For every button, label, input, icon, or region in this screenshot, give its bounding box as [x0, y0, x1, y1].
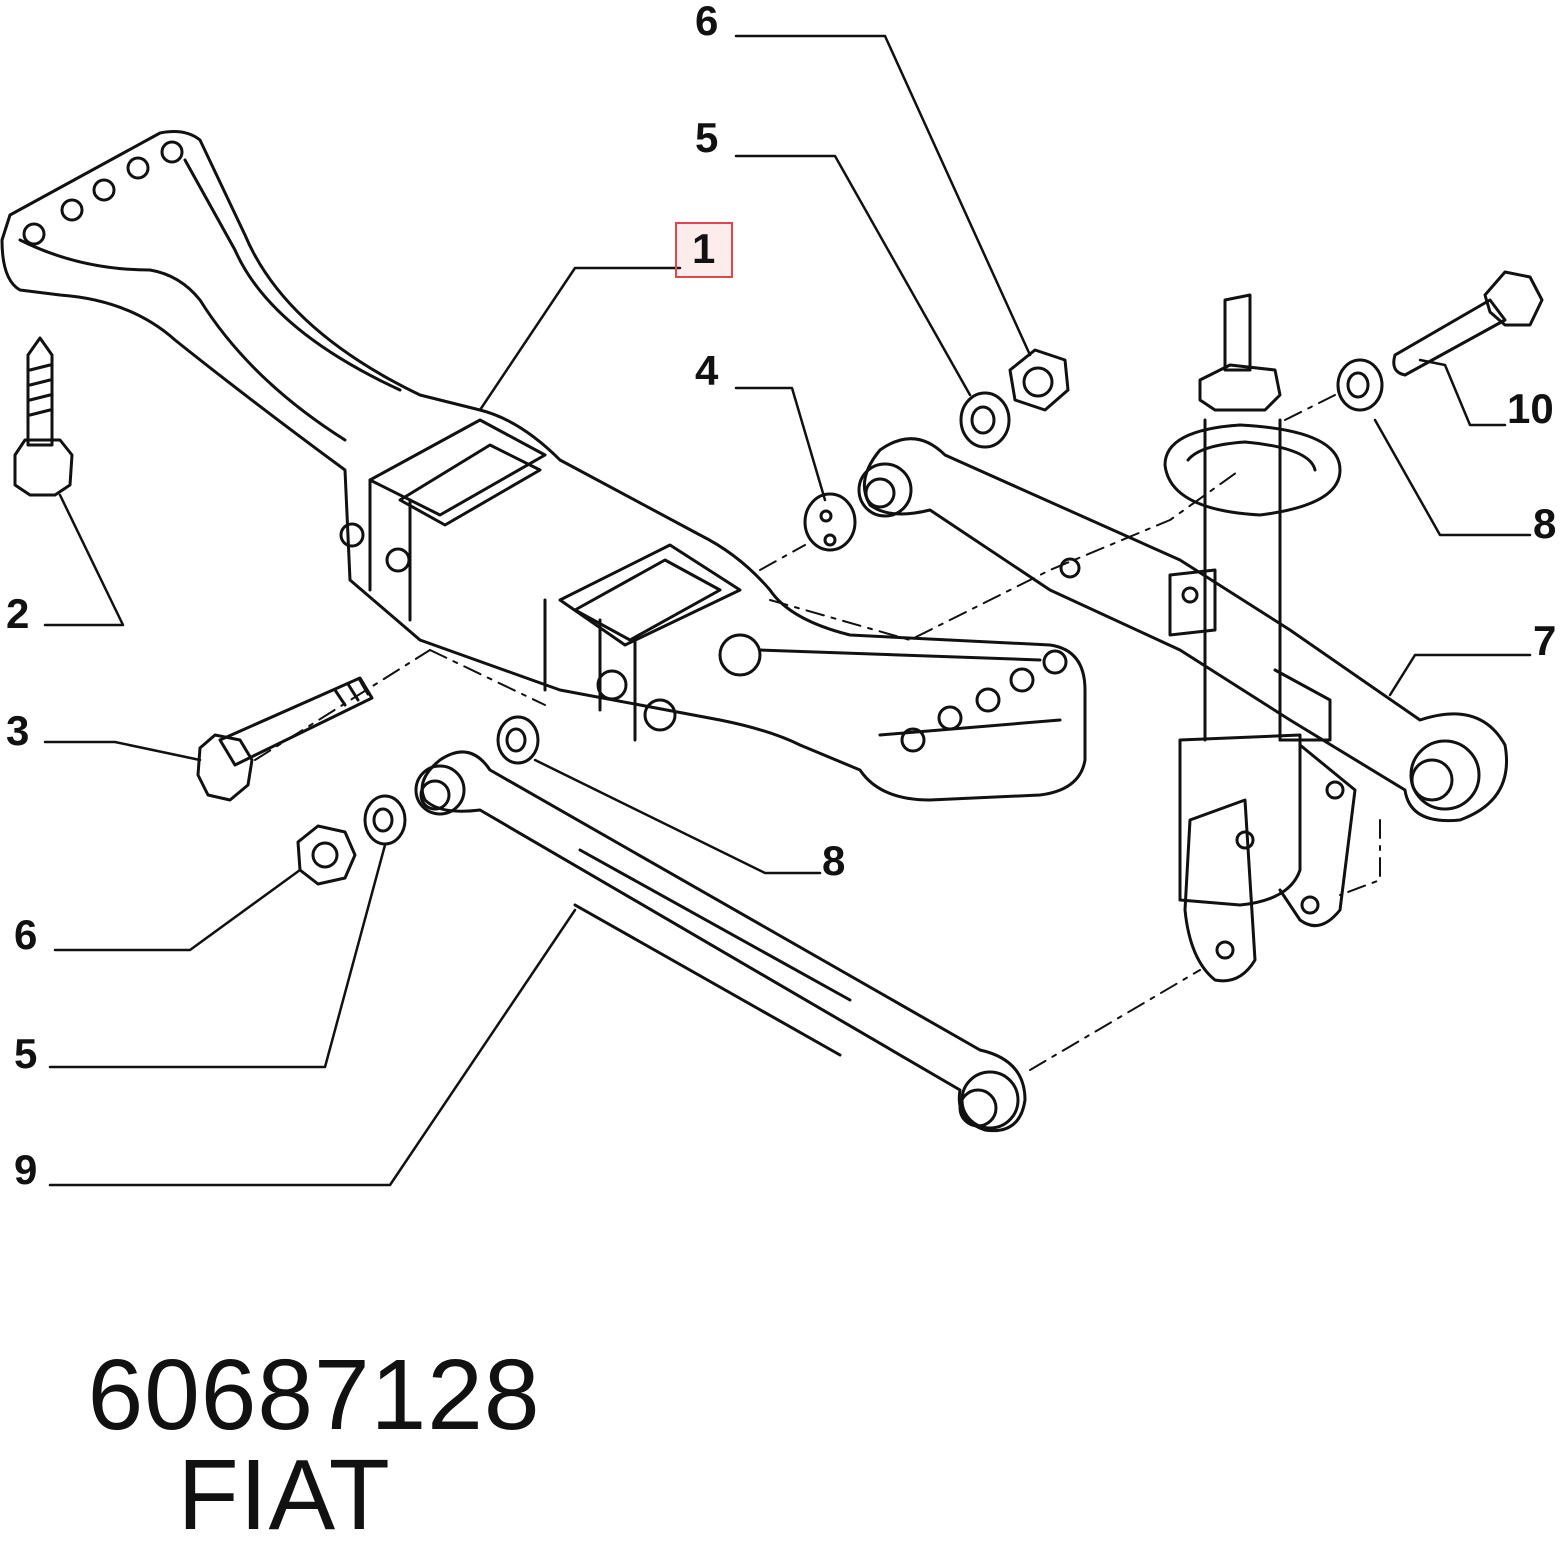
callout-label-1[interactable]: 1 [692, 225, 716, 272]
callout-label-8-bottom[interactable]: 8 [822, 837, 846, 884]
caption: 60687128 FIAT [30, 1245, 541, 1545]
part-number: 60687128 [87, 1339, 541, 1451]
callout-label-7[interactable]: 7 [1533, 617, 1557, 664]
leader-lines [43, 34, 1532, 1187]
callout-label-8-right[interactable]: 8 [1533, 500, 1557, 547]
callout-label-3[interactable]: 3 [6, 707, 30, 754]
exploded-parts-diagram [0, 34, 1544, 1187]
nut-6-top-drawing [1008, 348, 1070, 412]
washer-4-drawing [803, 492, 857, 552]
callout-label-6-top[interactable]: 6 [695, 0, 719, 44]
nut-6-bottom-drawing [296, 824, 357, 886]
bolt-3-drawing [196, 676, 374, 802]
washer-8-right-drawing [1336, 358, 1384, 412]
assembly-guides [254, 394, 1381, 1071]
washer-5-bottom-drawing [363, 794, 407, 846]
bolt-10-drawing [1392, 270, 1544, 377]
callout-label-4[interactable]: 4 [695, 347, 719, 394]
callout-label-9[interactable]: 9 [14, 1146, 38, 1193]
strut-drawing [1163, 293, 1357, 983]
callout-label-5-bottom[interactable]: 5 [14, 1030, 38, 1077]
callout-label-6-bottom[interactable]: 6 [14, 911, 38, 958]
callout-label-10[interactable]: 10 [1507, 385, 1554, 432]
brand-name: FIAT [177, 1439, 391, 1551]
bolt-2-drawing [13, 336, 74, 497]
callout-label-2[interactable]: 2 [6, 590, 30, 637]
callout-label-5-top[interactable]: 5 [695, 114, 719, 161]
arm-9-drawing [414, 750, 1027, 1133]
arm-7-drawing [857, 437, 1508, 823]
washer-8-bottom-drawing [496, 715, 540, 765]
washer-5-top-drawing [959, 391, 1011, 449]
highlight-box-part-1 [675, 222, 733, 278]
crossmember-drawing [0, 130, 1087, 802]
